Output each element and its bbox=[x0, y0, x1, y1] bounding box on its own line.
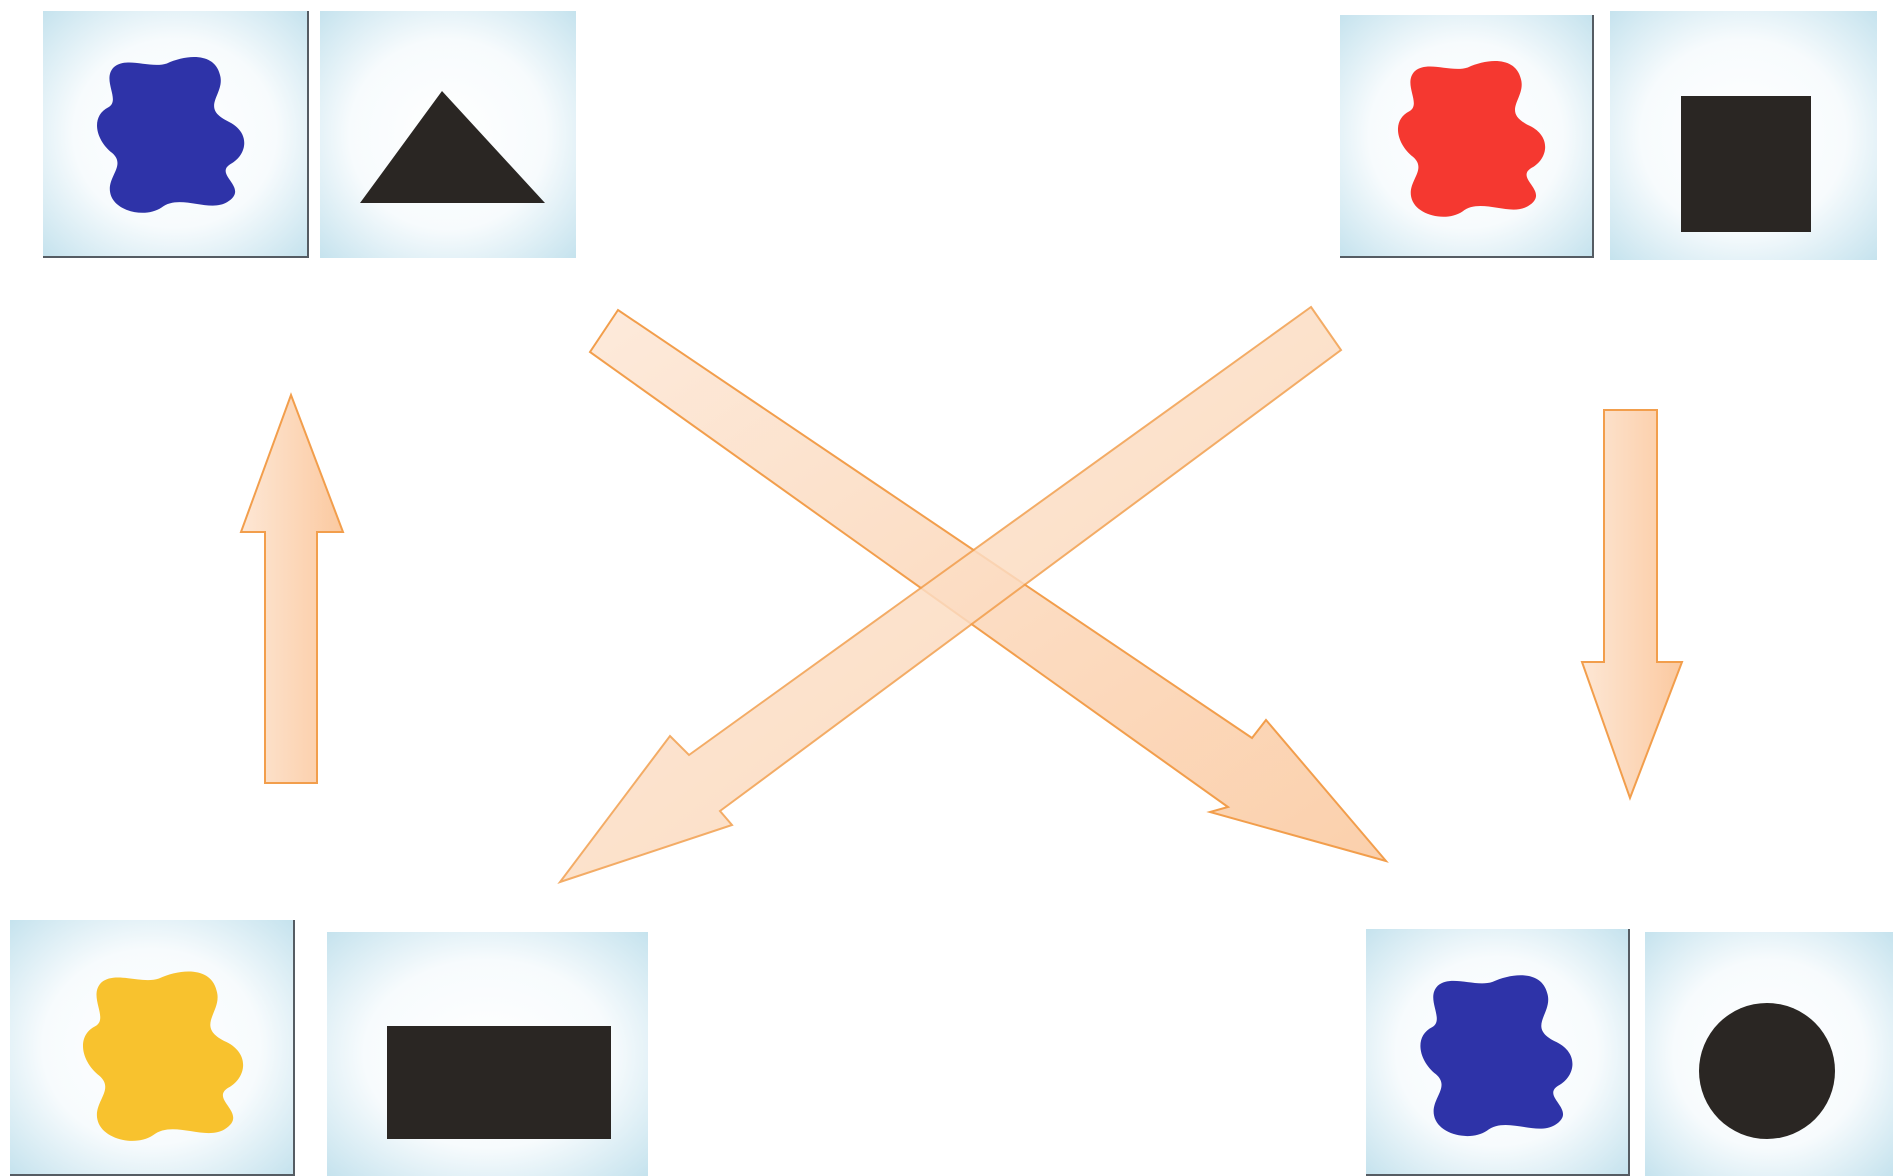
blob-card-top-right bbox=[1340, 15, 1594, 258]
shape-card-triangle bbox=[320, 11, 576, 258]
shape-card-rectangle bbox=[327, 932, 648, 1176]
arrow-up bbox=[241, 395, 343, 783]
shape-card-circle bbox=[1645, 932, 1893, 1176]
arrow-diagonal-a bbox=[590, 310, 1386, 861]
square-shape bbox=[1681, 96, 1811, 232]
blob-card-bottom-left bbox=[10, 920, 295, 1176]
shape-card-square bbox=[1610, 11, 1877, 260]
arrow-diagonal-b bbox=[560, 307, 1341, 882]
rectangle-shape bbox=[387, 1026, 611, 1139]
circle-shape bbox=[1699, 1003, 1835, 1139]
blob-card-top-left bbox=[43, 11, 309, 258]
arrow-down bbox=[1582, 410, 1682, 798]
blob-card-bottom-right bbox=[1366, 929, 1630, 1176]
